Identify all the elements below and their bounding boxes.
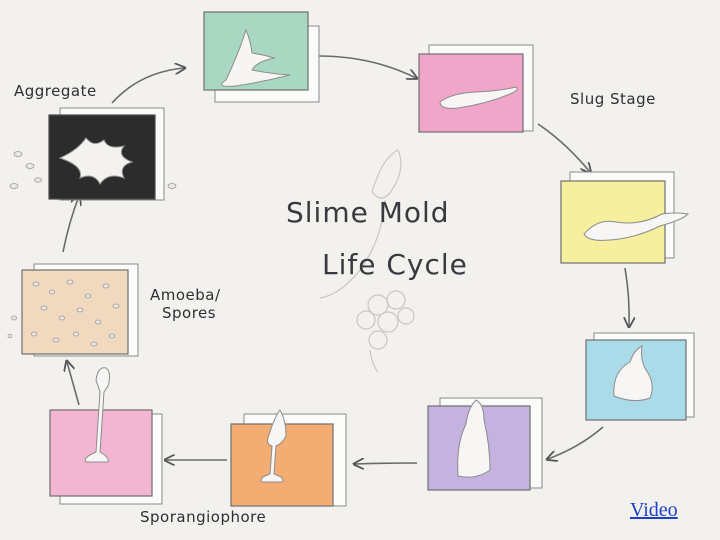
arrow-aggregate-to-top (111, 68, 184, 104)
label-spores: Spores (162, 304, 217, 322)
arrow-yellow-to-blue (625, 267, 629, 326)
cycle-arrows (62, 55, 629, 464)
arrow-amoeba-to-aggregate (62, 196, 79, 253)
stage-yellow-card (560, 171, 690, 264)
label-sporangiophore: Sporangiophore (140, 508, 267, 526)
sporangiophore-shape (84, 367, 111, 463)
aggregation-shape (58, 137, 134, 185)
arrow-slug-to-yellow (537, 123, 590, 172)
stage-amoeba-card (7, 263, 139, 357)
stage-orange-card (230, 409, 347, 507)
mound-shape (613, 345, 653, 402)
spore-dots (7, 279, 120, 347)
arrow-blue-to-violet (548, 426, 604, 459)
stage-aggregate-card (9, 107, 177, 201)
arrow-rose-to-amoeba (67, 362, 80, 406)
streaming-cells (9, 151, 177, 189)
diagram-title-line-1: Slime Mold (286, 196, 450, 229)
culminant-shape (457, 399, 491, 478)
amoeba-cluster-shape (221, 28, 291, 87)
stage-rose-card (49, 367, 163, 505)
arrow-top-to-slug (317, 55, 416, 78)
migrating-slug-shape (583, 212, 690, 241)
stage-violet-card (427, 397, 543, 491)
label-amoeba: Amoeba/ (150, 286, 221, 304)
stage-blue-card (585, 332, 695, 421)
video-link[interactable]: Video (630, 499, 678, 521)
slug-shape (439, 86, 518, 109)
diagram-title-line-2: Life Cycle (322, 248, 468, 281)
early-fruiting-body-shape (260, 409, 287, 483)
label-aggregate: Aggregate (14, 82, 97, 100)
label-slug-stage: Slug Stage (570, 90, 656, 108)
stage-slug-card (418, 44, 534, 133)
stage-top-card (203, 11, 320, 103)
arrow-violet-to-orange (355, 463, 418, 464)
background-sketch (319, 149, 415, 373)
